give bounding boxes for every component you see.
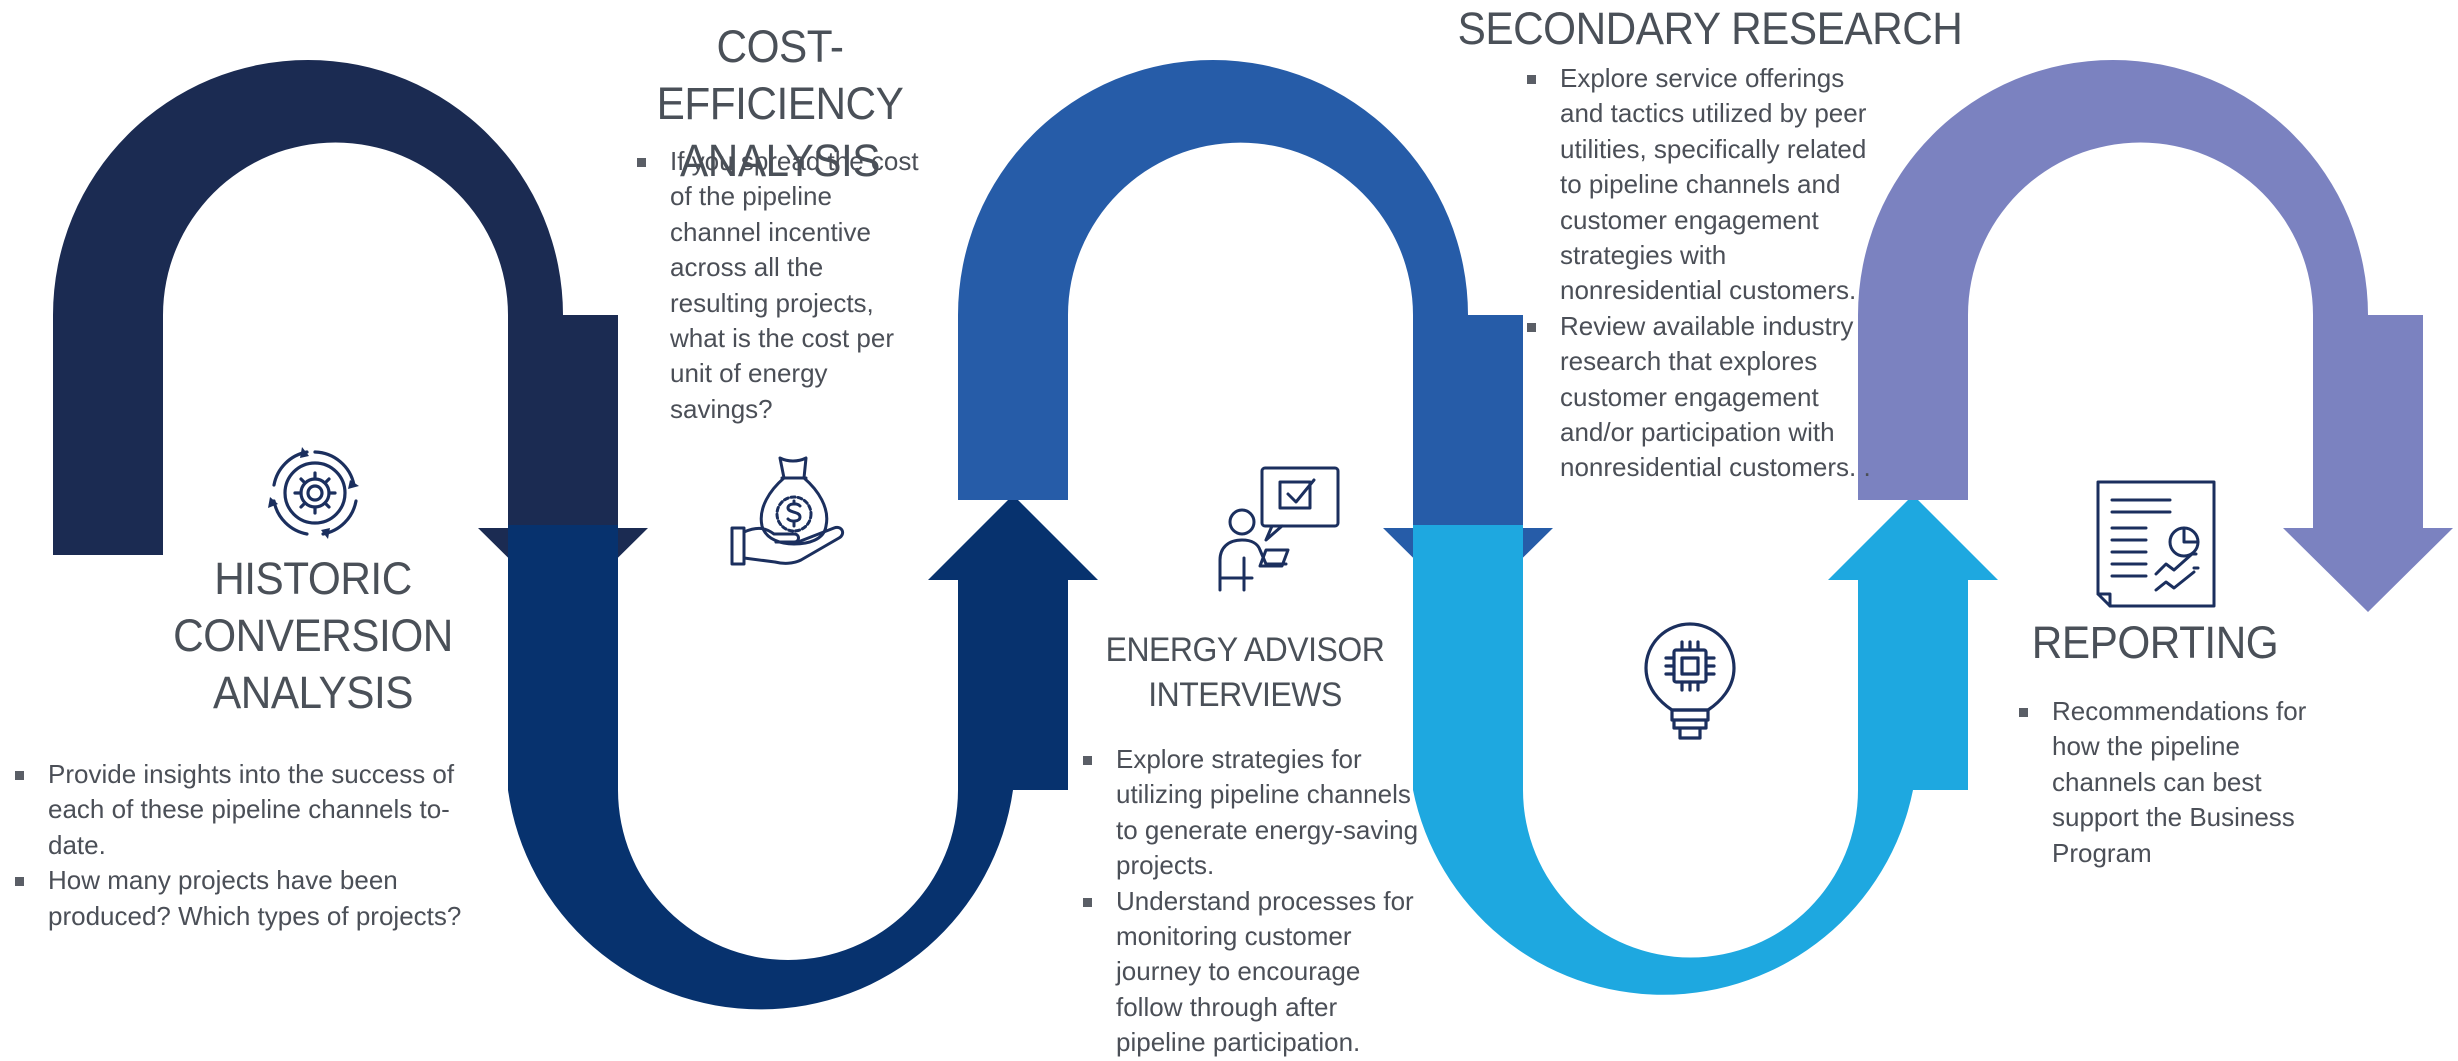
bullet-item: Provide insights into the success of eac… [12, 757, 490, 863]
money-bag-hand-icon [730, 456, 845, 566]
cost-title-line: ANALYSIS [679, 135, 880, 186]
historic-title: HISTORIC CONVERSION ANALYSIS [158, 550, 468, 721]
gear-cycle-icon [268, 447, 359, 539]
bullet-item: How many projects have been produced? Wh… [12, 863, 490, 934]
bullet-item: Explore strategies for utilizing pipelin… [1080, 742, 1420, 884]
cost-bullets: If you spread the cost of the pipeline c… [634, 144, 924, 427]
historic-title-line: HISTORIC [214, 553, 412, 604]
segment-cost [508, 495, 1098, 1010]
energy-title-line: INTERVIEWS [1148, 676, 1342, 714]
historic-title-line: CONVERSION [173, 610, 453, 661]
secondary-title-line: SECONDARY RESEARCH [1457, 3, 1963, 54]
cost-title-line: COST-EFFICIENCY [656, 21, 904, 129]
interview-checklist-icon [1218, 466, 1340, 592]
bullet-item: Understand processes for monitoring cust… [1080, 884, 1420, 1061]
segment-reporting [1858, 60, 2453, 612]
secondary-bullets: Explore service offerings and tactics ut… [1524, 61, 1884, 486]
historic-title-line: ANALYSIS [212, 667, 413, 718]
bullet-item: Explore service offerings and tactics ut… [1524, 61, 1884, 309]
reporting-bullets: Recommendations for how the pipeline cha… [2016, 694, 2346, 871]
energy-title: ENERGY ADVISOR INTERVIEWS [1090, 628, 1400, 718]
energy-bullets: Explore strategies for utilizing pipelin… [1080, 742, 1420, 1061]
segment-historic [53, 60, 648, 612]
report-document-icon [2096, 480, 2216, 608]
bullet-item: Review available industry research that … [1524, 309, 1884, 486]
historic-bullets: Provide insights into the success of eac… [12, 757, 490, 934]
segment-energy [958, 60, 1553, 612]
lightbulb-chip-icon [1644, 622, 1736, 740]
secondary-title: SECONDARY RESEARCH [1447, 0, 1973, 57]
energy-title-line: ENERGY ADVISOR [1105, 631, 1385, 669]
bullet-item: Recommendations for how the pipeline cha… [2016, 694, 2346, 871]
cost-title: COST-EFFICIENCY ANALYSIS [601, 18, 958, 189]
reporting-title: REPORTING [2009, 614, 2300, 671]
bullet-item: If you spread the cost of the pipeline c… [634, 144, 924, 427]
segment-secondary [1413, 495, 1998, 995]
reporting-title-line: REPORTING [2031, 617, 2279, 668]
